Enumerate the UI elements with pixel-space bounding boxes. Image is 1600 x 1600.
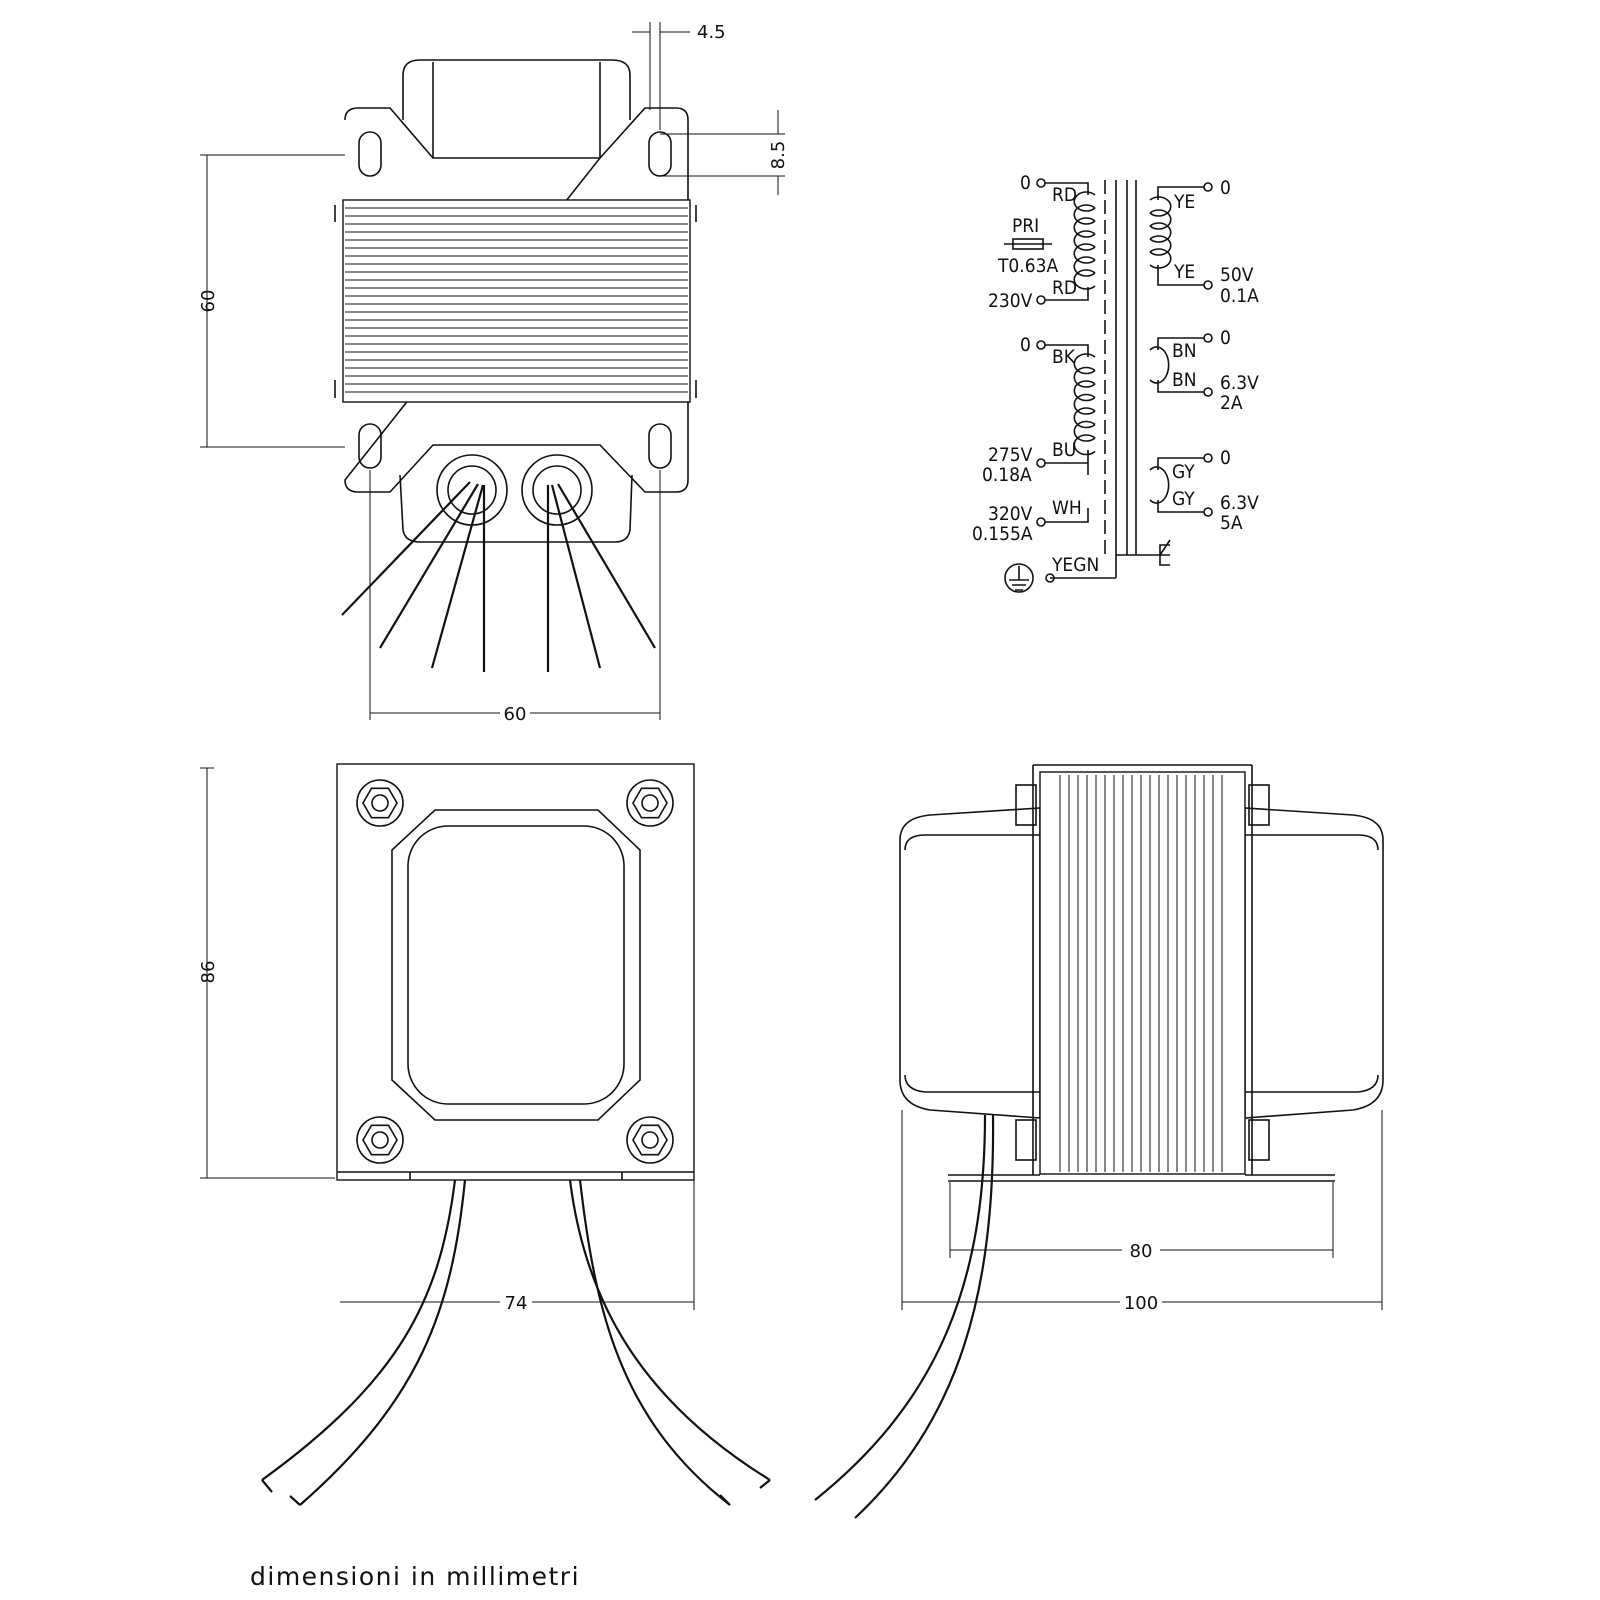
bell-cover-outline xyxy=(391,809,641,1121)
terminal-label: 0.18A xyxy=(982,464,1032,486)
wire-label: YE xyxy=(1173,261,1195,283)
wire-label: BU xyxy=(1052,439,1076,461)
terminal-label: 2A xyxy=(1220,392,1243,414)
terminal-label: 320V xyxy=(988,503,1033,525)
hex-nut xyxy=(356,1116,404,1164)
terminal-label: 50V xyxy=(1220,264,1254,286)
wire-label: RD xyxy=(1052,184,1077,206)
lead-wires xyxy=(341,481,656,672)
secondary-coil xyxy=(1149,346,1170,384)
terminal-label: 0 xyxy=(1220,177,1231,199)
units-note: dimensioni in millimetri xyxy=(250,1562,580,1591)
slot-hole xyxy=(358,131,382,177)
fuse-rating: T0.63A xyxy=(997,255,1058,277)
nut xyxy=(1248,784,1270,826)
terminal-label: 0 xyxy=(1020,172,1031,194)
terminal-label: 0.1A xyxy=(1220,285,1259,307)
terminal-label: 0 xyxy=(1220,327,1231,349)
top-view: 60 60 4.5 8.5 xyxy=(198,22,789,725)
front-plate xyxy=(336,763,695,1181)
nut xyxy=(1248,1119,1270,1161)
hex-nut xyxy=(356,779,404,827)
hex-nut xyxy=(626,1116,674,1164)
winding-loop xyxy=(1149,346,1170,384)
slot-hole xyxy=(648,131,672,177)
nut xyxy=(1015,1119,1037,1161)
lead-wires xyxy=(814,1114,995,1519)
lamination-band xyxy=(342,199,691,403)
wire-label: GY xyxy=(1172,488,1195,510)
wire-label: BK xyxy=(1052,346,1076,368)
wire-label: BN xyxy=(1172,369,1197,391)
grommet xyxy=(521,454,593,526)
wire-label: WH xyxy=(1052,497,1082,519)
slot-hole xyxy=(648,423,672,469)
secondary-coil xyxy=(1149,466,1170,504)
terminal-label: 230V xyxy=(988,290,1033,312)
terminal-label: 6.3V xyxy=(1220,492,1259,514)
hv-coil xyxy=(1073,353,1096,456)
primary-coil xyxy=(1073,191,1096,290)
dim-front-height: 86 xyxy=(198,961,219,984)
left-bell xyxy=(899,807,1041,1119)
nut xyxy=(1015,784,1037,826)
secondary-coil xyxy=(1149,196,1172,269)
right-bell xyxy=(1244,807,1384,1119)
wire-label: RD xyxy=(1052,277,1077,299)
dim-top-height: 60 xyxy=(198,290,219,313)
bell-cover-face xyxy=(407,825,625,1105)
dim-slot-offset: 4.5 xyxy=(697,22,726,43)
terminal-label: 0 xyxy=(1220,447,1231,469)
hex-nut xyxy=(626,779,674,827)
terminal-label: 5A xyxy=(1220,512,1243,534)
winding-loop xyxy=(1073,191,1096,290)
wire-label: GY xyxy=(1172,461,1195,483)
mounting-foot xyxy=(948,1174,1335,1182)
terminal-label: 0 xyxy=(1020,334,1031,356)
earth-icon xyxy=(1004,563,1034,593)
wire-label: YEGN xyxy=(1051,554,1099,576)
winding-loop xyxy=(1073,353,1096,456)
slot-hole xyxy=(358,423,382,469)
front-view: 86 74 xyxy=(198,763,771,1506)
dim-slot-length: 8.5 xyxy=(768,141,789,170)
lamination-core xyxy=(1039,771,1246,1175)
terminal-label: 0.155A xyxy=(972,523,1033,545)
terminal-label: 275V xyxy=(988,444,1033,466)
wire-label: BN xyxy=(1172,340,1197,362)
dim-top-width: 60 xyxy=(504,704,527,725)
lead-wires xyxy=(261,1179,771,1506)
mounting-plate xyxy=(344,107,689,493)
dim-overall-width: 100 xyxy=(1124,1293,1158,1314)
fuse-icon xyxy=(1012,238,1044,250)
top-bell xyxy=(402,59,631,120)
dim-foot-width: 80 xyxy=(1130,1241,1153,1262)
side-view: 80 100 xyxy=(814,764,1384,1519)
wiring-schematic: 0 RD RD 230V PRI T0.63A 0 BK BU 275V 0.1… xyxy=(972,172,1259,593)
winding-loop xyxy=(1149,196,1172,269)
terminal-label: 6.3V xyxy=(1220,372,1259,394)
dim-front-width: 74 xyxy=(505,1293,528,1314)
winding-loop xyxy=(1149,466,1170,504)
fuse-label: PRI xyxy=(1012,215,1039,237)
wire-label: YE xyxy=(1173,191,1195,213)
